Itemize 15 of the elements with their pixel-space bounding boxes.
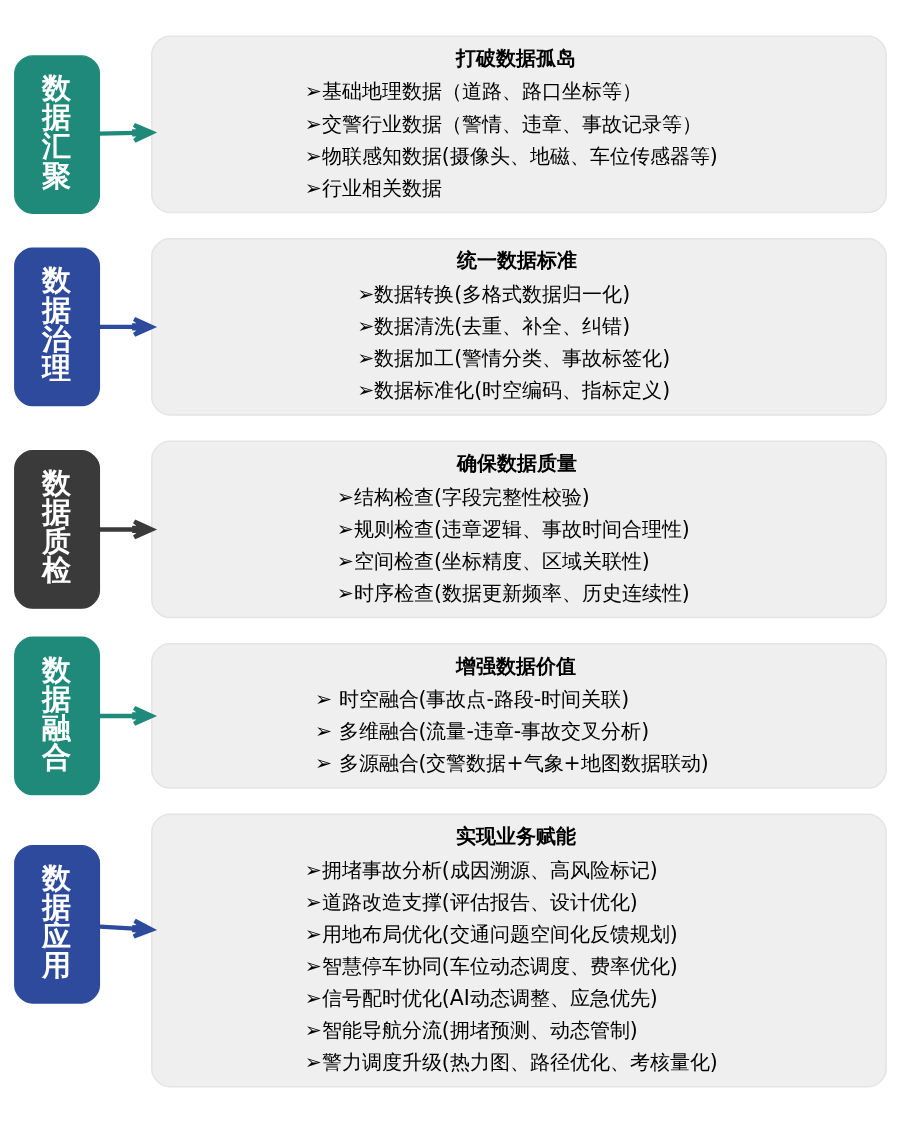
node-box: 数据融合: [13, 636, 100, 795]
arrow: [99, 705, 154, 726]
node-box: 打破数据孤岛 ➢基础地理数据（道路、路口坐标等） ➢交警行业数据（警情、违章、事故记录等） ➢物联感知数据(摄像头、地磁、车位传感器等) ➢行业相关数据: [150, 35, 887, 213]
arrow: [99, 316, 154, 337]
node-box: 数据汇聚: [13, 54, 100, 214]
node-box: 数据治理: [13, 247, 100, 406]
arrow: [99, 518, 154, 539]
arrow: [99, 918, 154, 939]
arrow: [99, 122, 154, 143]
node-box: 数据质检: [13, 449, 100, 609]
node-box: 统一数据标准 ➢数据转换(多格式数据归一化) ➢数据清洗(去重、补全、纠错) ➢数据加工(警情分类、事故标签化) ➢数据标准化(时空编码、指标定义): [150, 237, 887, 416]
node-box: 确保数据质量 ➢结构检查(字段完整性校验) ➢规则检查(违章逻辑、事故时间合理性) ➢空间检查(坐标精度、区域关联性) ➢时序检查(数据更新频率、历史连续性): [150, 440, 887, 618]
node-box: 实现业务赋能 ➢拥堵事故分析(成因溯源、高风险标记) ➢道路改造支撑(评估报告、设计优化) ➢用地布局优化(交通问题空间化反馈规划) ➢智慧停车协同(车位动态调度、费率优化) ➢信号配时优化(AI动态调整、应急优先) ➢智能导航分流(拥堵预测、动态管制) ➢警力调度升级(热力图、路径优化、考核量化): [150, 813, 887, 1087]
node-box: 增强数据价值 ➢ 时空融合(事故点-路段-时间关联) ➢ 多维融合(流量-违章-事故交叉分析) ➢ 多源融合(交警数据+气象+地图数据联动): [150, 642, 887, 789]
node-box: 数据应用: [13, 844, 100, 1004]
